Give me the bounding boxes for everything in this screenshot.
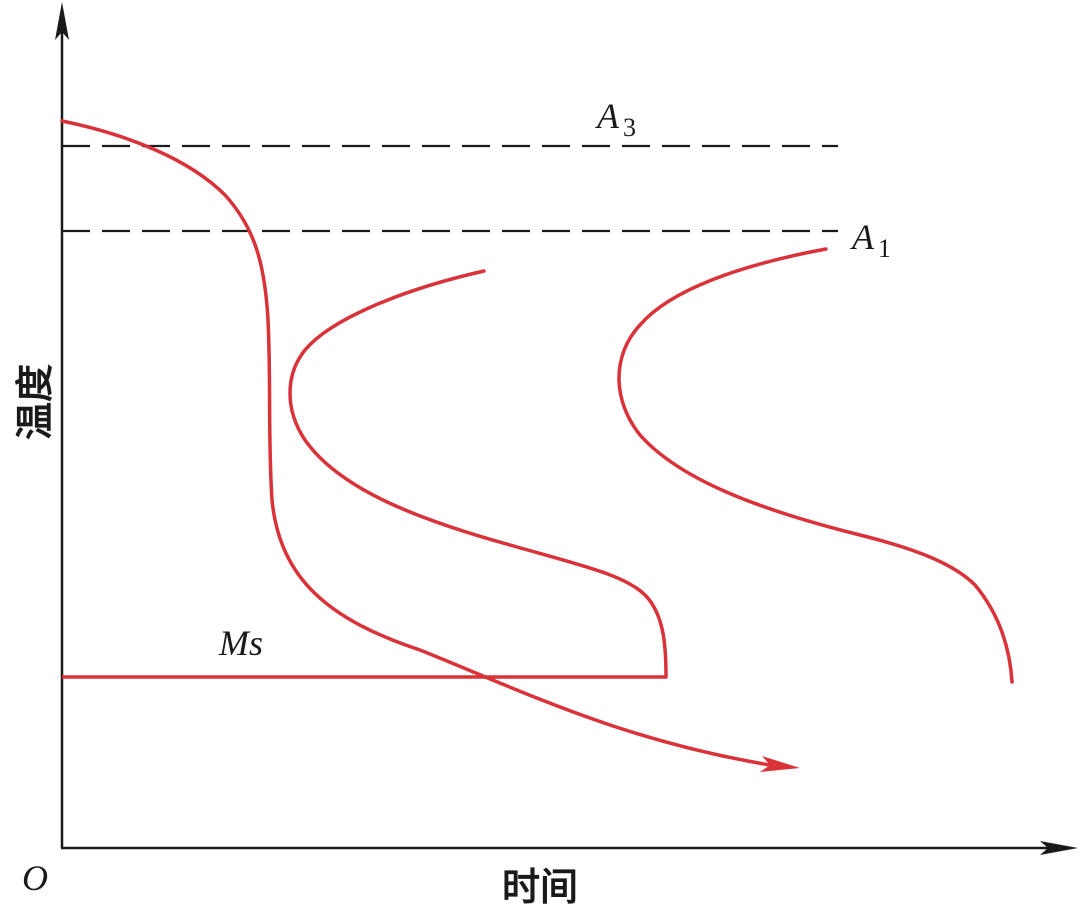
y-axis-label: 温度: [12, 364, 57, 440]
a3-label-main: A: [595, 96, 620, 136]
transformation-start-curve: [288, 269, 668, 679]
x-axis-arrow-icon: [1040, 841, 1078, 855]
cooling-curve: [60, 119, 772, 767]
transformation-end-curve: [617, 247, 1014, 684]
origin-label: O: [22, 858, 48, 898]
a1-label-main: A: [850, 217, 875, 257]
y-axis-arrow-icon: [55, 2, 69, 40]
ms-label: Ms: [218, 623, 263, 663]
a1-label: A 1: [850, 217, 891, 263]
axes: [55, 2, 1078, 855]
cooling-arrowhead-icon: [760, 756, 800, 772]
a3-label-sub: 3: [623, 113, 636, 142]
a3-label: A 3: [595, 96, 636, 142]
a1-label-sub: 1: [878, 234, 891, 263]
x-axis-label: 时间: [502, 864, 578, 906]
